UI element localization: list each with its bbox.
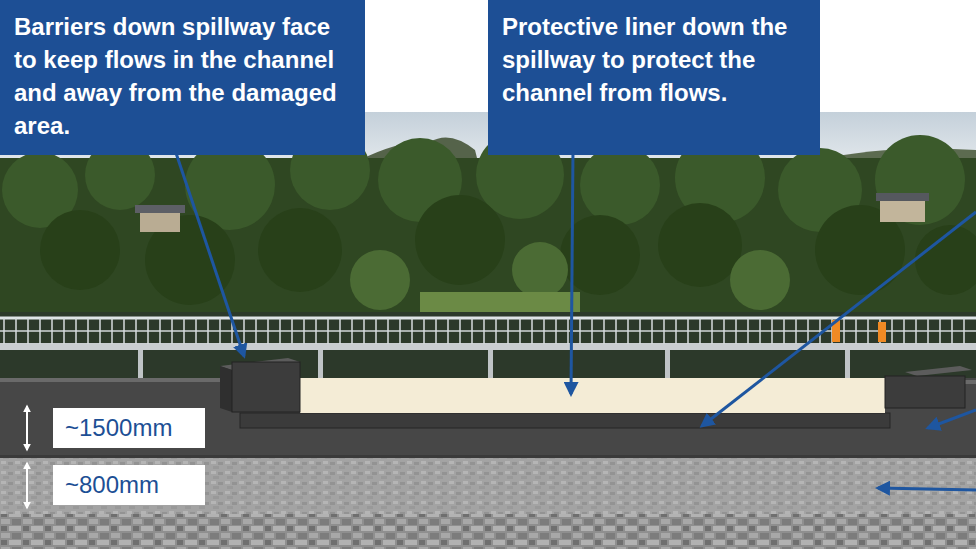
dimension-text: ~1500mm: [65, 413, 193, 443]
railing-post: [855, 318, 857, 344]
callout-box: Barriers down spillway face to keep flow…: [0, 0, 365, 155]
railing-post: [507, 318, 509, 344]
railing-post: [375, 318, 377, 344]
railing-post: [423, 318, 425, 344]
railing-post: [3, 318, 5, 344]
railing-post: [303, 318, 305, 344]
railing-post: [891, 318, 893, 344]
railing-post: [471, 318, 473, 344]
railing-post: [267, 318, 269, 344]
railing-post: [651, 318, 653, 344]
railing-post: [51, 318, 53, 344]
railing-post: [435, 318, 437, 344]
railing-post: [627, 318, 629, 344]
railing-post: [15, 318, 17, 344]
railing-post: [567, 318, 569, 344]
railing-post: [591, 318, 593, 344]
railing-post: [927, 318, 929, 344]
railing-post: [735, 318, 737, 344]
railing-post: [555, 318, 557, 344]
railing-post: [255, 318, 257, 344]
railing-post: [639, 318, 641, 344]
railing-post: [315, 318, 317, 344]
railing-post: [99, 318, 101, 344]
railing-post: [699, 318, 701, 344]
railing-post: [339, 318, 341, 344]
dimension-label: ~1500mm: [53, 408, 205, 448]
railing-post: [723, 318, 725, 344]
railing-post: [135, 318, 137, 344]
railing-post: [207, 318, 209, 344]
railing-post: [483, 318, 485, 344]
railing-post: [663, 318, 665, 344]
callout-text: Barriers down spillway face to keep flow…: [14, 10, 351, 142]
railing-post: [363, 318, 365, 344]
railing-post: [351, 318, 353, 344]
railing-post: [603, 318, 605, 344]
callout-box: Protective liner down the spillway to pr…: [488, 0, 820, 155]
railing-post: [687, 318, 689, 344]
railing-post: [243, 318, 245, 344]
railing-post: [711, 318, 713, 344]
railing-post: [963, 318, 965, 344]
railing-post: [147, 318, 149, 344]
railing-post: [159, 318, 161, 344]
railing-post: [783, 318, 785, 344]
dimension-text: ~800mm: [65, 470, 193, 500]
railing-post: [543, 318, 545, 344]
railing-post: [219, 318, 221, 344]
railing-post: [495, 318, 497, 344]
railing-post: [747, 318, 749, 344]
railing-post: [915, 318, 917, 344]
railing-post: [615, 318, 617, 344]
railing-post: [519, 318, 521, 344]
railing-post: [807, 318, 809, 344]
dimension-label: ~800mm: [53, 465, 205, 505]
railing-post: [951, 318, 953, 344]
railing-post: [795, 318, 797, 344]
railing-post: [279, 318, 281, 344]
railing-post: [399, 318, 401, 344]
railing-post: [759, 318, 761, 344]
railing-post: [411, 318, 413, 344]
railing-post: [291, 318, 293, 344]
railing-post: [903, 318, 905, 344]
railing-post: [327, 318, 329, 344]
callout-text: Protective liner down the spillway to pr…: [502, 10, 806, 109]
railing-post: [771, 318, 773, 344]
railing-post: [171, 318, 173, 344]
railing-post: [939, 318, 941, 344]
railing-post: [63, 318, 65, 344]
railing-post: [447, 318, 449, 344]
railing-post: [111, 318, 113, 344]
railing-post: [27, 318, 29, 344]
railing-post: [195, 318, 197, 344]
railing-post: [75, 318, 77, 344]
railing-post: [531, 318, 533, 344]
railing-post: [183, 318, 185, 344]
railing-post: [867, 318, 869, 344]
railing-post: [123, 318, 125, 344]
railing-post: [843, 318, 845, 344]
railing-post: [819, 318, 821, 344]
railing-post: [579, 318, 581, 344]
railing-post: [387, 318, 389, 344]
railing-post: [459, 318, 461, 344]
railing-post: [675, 318, 677, 344]
railing-post: [87, 318, 89, 344]
railing-post: [39, 318, 41, 344]
